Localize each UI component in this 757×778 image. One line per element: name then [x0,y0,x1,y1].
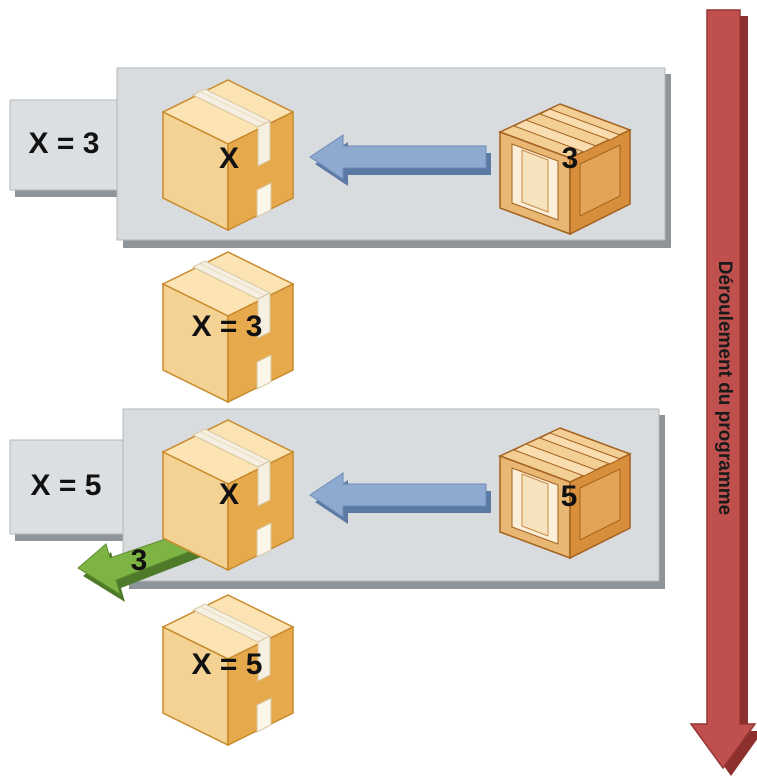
discarded-value-label: 3 [131,544,148,577]
variable-tab [9,439,125,535]
step-1: X = 3 X 3 [9,67,671,248]
variable-tab [9,99,119,191]
box-label: X [219,142,239,175]
assign-arrow [309,472,491,524]
crate-label: 3 [562,142,579,175]
variable-label: X = 5 [31,469,102,502]
result-box-2: X = 5 [162,594,294,746]
variable-label: X = 3 [29,127,100,160]
result-label: X = 3 [192,310,263,343]
assign-arrow [309,134,491,186]
timeline-arrow: Déroulement du programme [689,9,757,776]
box-label: X [219,478,239,511]
result-box-1: X = 3 [162,251,294,403]
step-2: X = 5 3 X 5 [9,408,665,602]
result-label: X = 5 [192,648,263,681]
timeline-label: Déroulement du programme [714,261,735,515]
discard-arrow [77,531,201,602]
crate-label: 5 [561,480,578,513]
